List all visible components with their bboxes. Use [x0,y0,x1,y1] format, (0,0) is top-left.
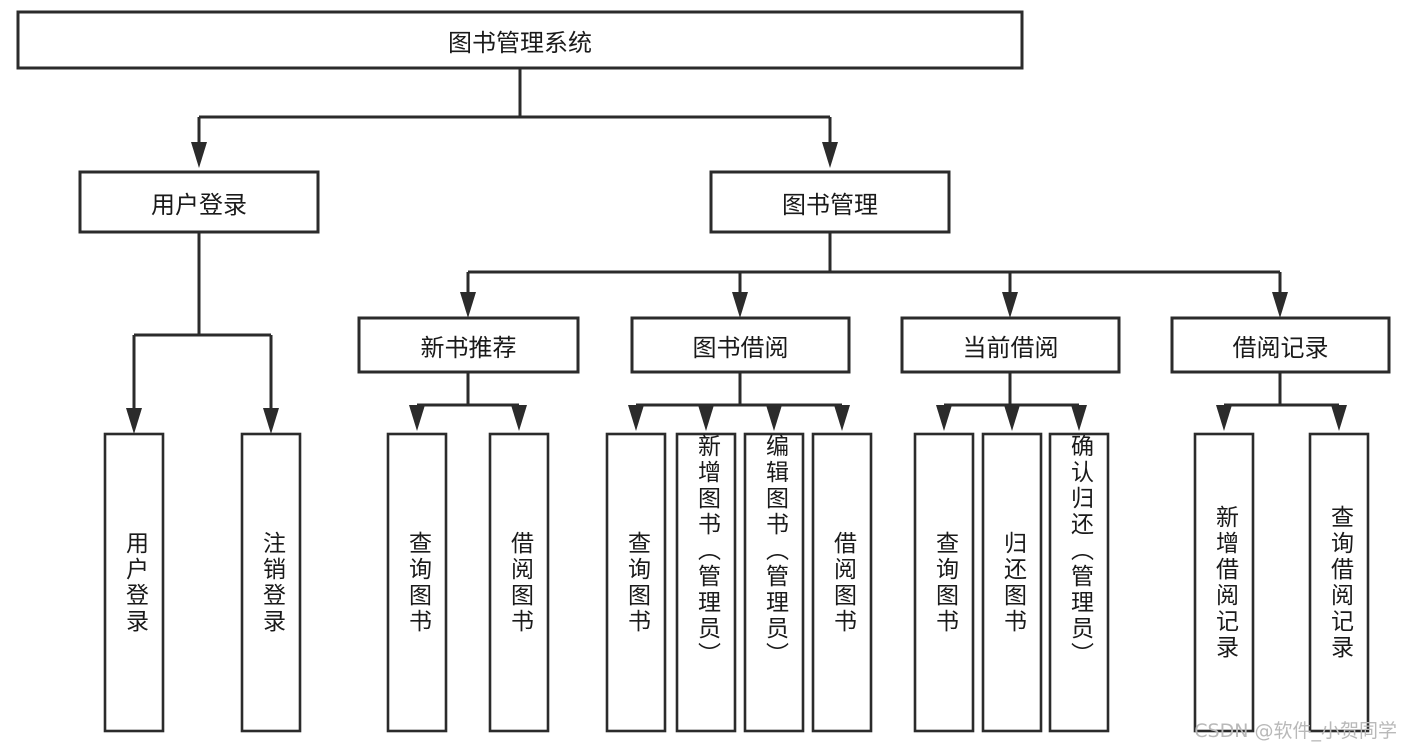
connector-root-to-level2 [191,68,838,168]
leaf-borrow-book-1[interactable] [488,432,550,733]
connector-newbook-to-leaves [409,372,527,431]
leaf-confirm-return[interactable] [1048,432,1110,733]
node-borrow-record[interactable] [1170,316,1391,374]
leaf-user-logout[interactable] [240,432,302,733]
node-user-login[interactable] [78,170,320,234]
node-current-borrow[interactable] [900,316,1121,374]
connector-bookborrow-to-leaves [628,372,850,431]
node-book-borrow[interactable] [630,316,851,374]
connector-userlogin-to-leaves [126,232,279,434]
leaf-query-book-2[interactable] [605,432,667,733]
leaf-add-book[interactable] [675,432,737,733]
leaf-query-borrow-record[interactable] [1308,432,1370,733]
leaf-borrow-book-2[interactable] [811,432,873,733]
node-new-book-recommend[interactable] [357,316,580,374]
leaf-edit-book[interactable] [743,432,805,733]
leaf-user-login[interactable] [103,432,165,733]
node-root[interactable] [16,10,1024,70]
leaf-add-borrow-record[interactable] [1193,432,1255,733]
node-book-management[interactable] [709,170,951,234]
leaf-query-book-1[interactable] [386,432,448,733]
connector-borrowrecord-to-leaves [1216,372,1347,431]
csdn-watermark: CSDN @软件_小贺同学 [1194,720,1397,742]
connector-bookmgmt-to-level3 [460,232,1288,318]
connector-currentborrow-to-leaves [936,372,1087,431]
leaf-return-book[interactable] [981,432,1043,733]
leaf-query-book-3[interactable] [913,432,975,733]
